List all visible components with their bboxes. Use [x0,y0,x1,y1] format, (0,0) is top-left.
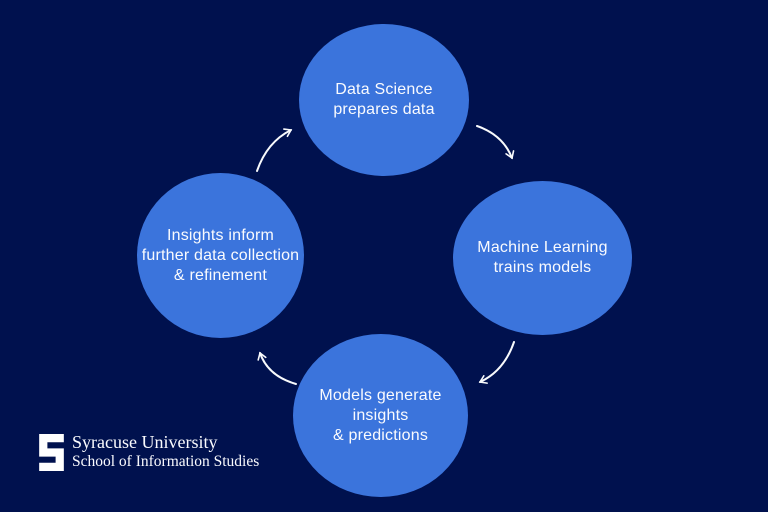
cycle-node-models-insights: Models generate insights & predictions [293,334,468,497]
node-label-machine-learning: Machine Learning trains models [477,238,607,278]
node-line: Models generate [319,386,442,404]
logo-text-block: Syracuse University School of Informatio… [72,432,259,471]
arrow-right-to-bottom-icon [478,341,515,384]
node-label-insights-inform: Insights inform further data collection … [142,226,300,286]
logo-org-subtitle: School of Information Studies [72,453,260,470]
node-line: & refinement [173,266,268,284]
syracuse-block-s-icon [39,434,64,471]
arrow-left-to-top-icon [256,128,293,172]
node-line: & predictions [332,426,429,444]
node-line: Data Science [335,81,433,98]
cycle-node-data-science: Data Science prepares data [299,24,469,176]
node-label-models-insights: Models generate insights & predictions [319,386,441,446]
node-line: Machine Learning [477,239,608,256]
node-line: Insights inform [166,226,275,244]
node-line: insights [352,406,409,424]
node-label-data-science: Data Science prepares data [333,80,434,120]
arrow-top-to-right-icon [476,125,515,160]
arrow-bottom-to-left-icon [257,351,297,385]
cycle-node-machine-learning: Machine Learning trains models [453,181,632,335]
node-line: trains models [493,259,592,276]
syracuse-university-logo: Syracuse University School of Informatio… [39,432,259,471]
cycle-node-insights-inform: Insights inform further data collection … [137,173,304,338]
node-line: further data collection [141,246,300,264]
node-line: prepares data [333,101,435,118]
logo-org-name: Syracuse University [72,432,218,452]
